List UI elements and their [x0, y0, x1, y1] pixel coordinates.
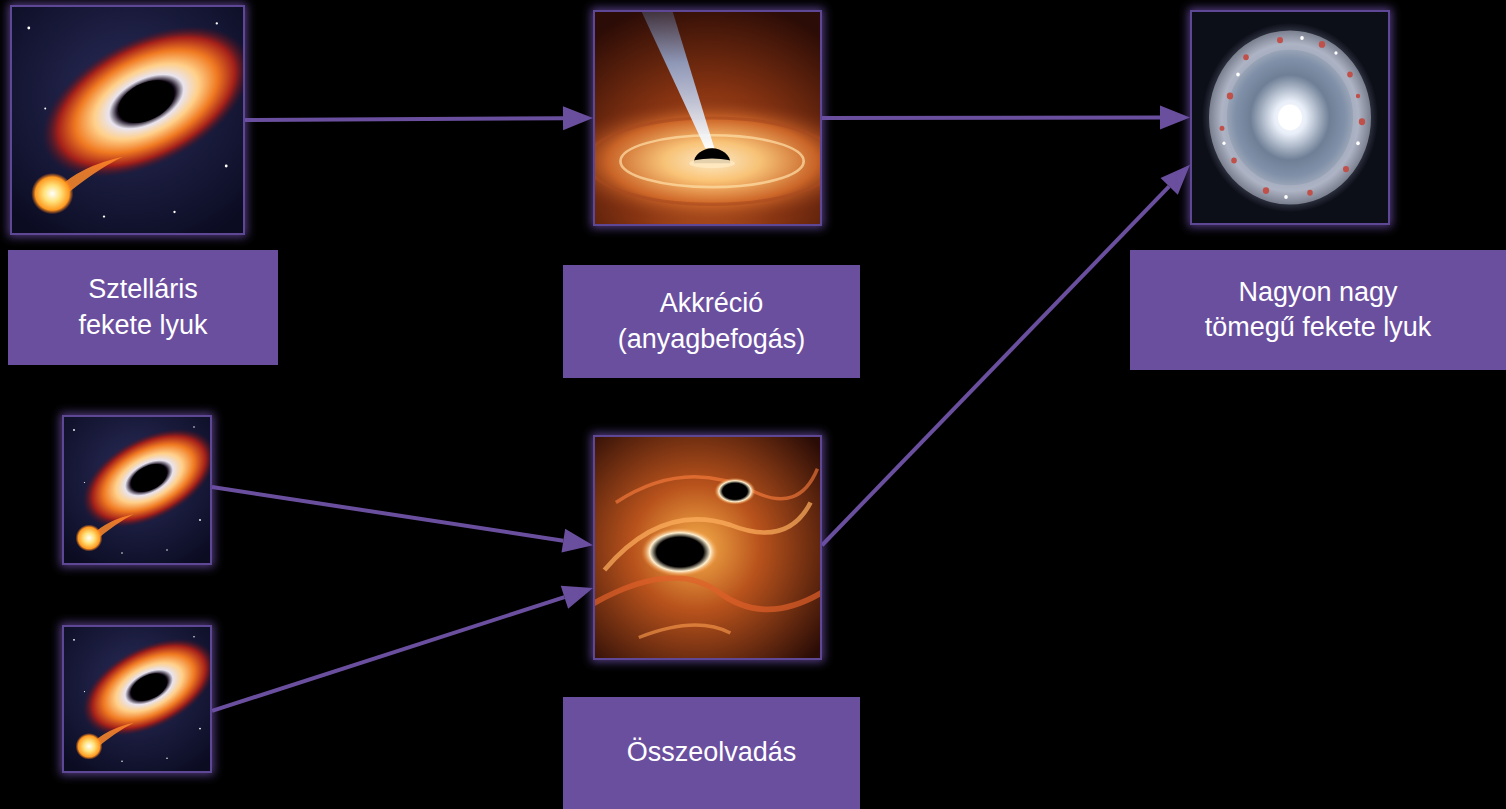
label-box: Akkréció (anyagbefogás) — [563, 265, 860, 378]
label-box: Sztelláris fekete lyuk — [8, 250, 278, 365]
node-label: Nagyon nagy tömegű fekete lyuk — [1198, 275, 1438, 345]
image-tile — [62, 625, 212, 773]
stellar-black-hole-picture — [62, 408, 232, 565]
arrow-connector — [212, 487, 593, 553]
image-tile: Sztelláris fekete lyuk — [10, 5, 245, 235]
merger-picture — [593, 435, 822, 660]
node-label: Sztelláris fekete lyuk — [53, 272, 233, 342]
galaxy-picture — [1190, 10, 1390, 225]
arrow-connector — [822, 106, 1190, 130]
image-tile: Akkréció (anyagbefogás) — [593, 10, 822, 226]
node-label: Összeolvadás — [627, 735, 797, 770]
arrow-connector — [245, 106, 593, 130]
accretion-picture — [552, 6, 873, 226]
image-tile — [62, 415, 212, 565]
arrow-connector — [212, 586, 593, 711]
image-tile: Összeolvadás — [593, 435, 822, 660]
stellar-black-hole-picture — [62, 619, 232, 773]
label-box: Összeolvadás — [563, 697, 860, 809]
stellar-black-hole-picture — [10, 0, 276, 235]
label-box: Nagyon nagy tömegű fekete lyuk — [1130, 250, 1506, 370]
image-tile: Nagyon nagy tömegű fekete lyuk — [1190, 10, 1390, 225]
node-label: Akkréció (anyagbefogás) — [607, 286, 817, 356]
